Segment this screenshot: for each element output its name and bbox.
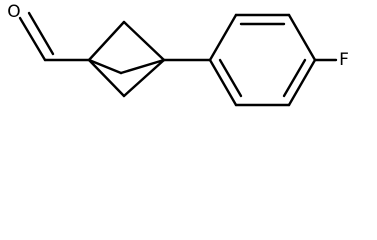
ring-bond-4 (287, 58, 317, 107)
aldehyde-double-bond-inner (27, 11, 55, 56)
cage-bond-top-right (122, 20, 166, 62)
aldehyde-double-bond-outer (18, 16, 47, 62)
cage-bond-left-bottom (87, 58, 126, 98)
cage-bond-left-top (87, 20, 126, 62)
ring-bond-6 (208, 58, 238, 107)
cage-bond-left-middle (87, 58, 123, 75)
fluorine-atom-label: F (339, 50, 349, 70)
cage-bond-middle-right (119, 58, 166, 75)
ring-bond-1 (208, 13, 238, 62)
ring-bond-3 (287, 13, 317, 62)
ring-inner-double-bond-left (218, 58, 243, 98)
ring-inner-double-bond-right (282, 58, 307, 98)
chemical-structure-diagram: O F (7, 2, 349, 107)
cage-bond-bottom-right (122, 58, 166, 98)
oxygen-atom-label: O (7, 2, 20, 22)
